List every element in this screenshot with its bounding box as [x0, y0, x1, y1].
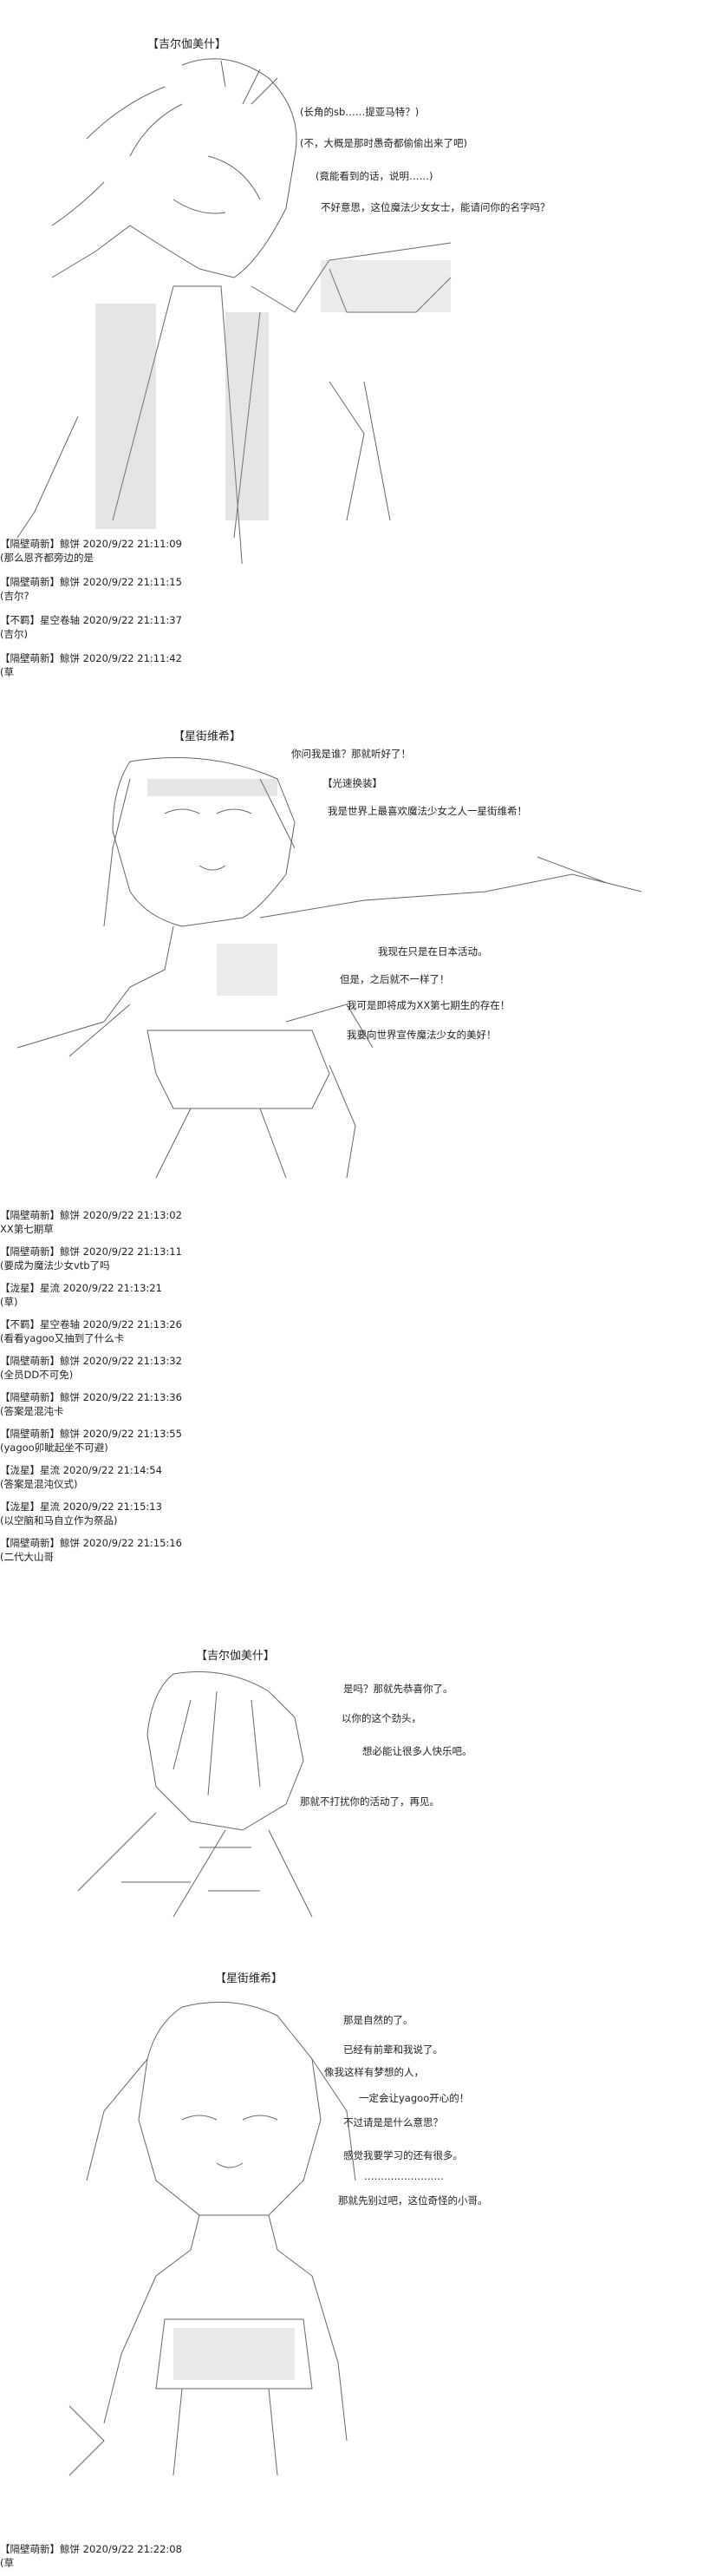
- comment-text: (草: [0, 2557, 14, 2569]
- comment-meta: 【隔壁萌新】鲸饼 2020/9/22 21:22:08: [0, 2543, 182, 2555]
- ascii-art-gilgamesh: [16, 58, 452, 564]
- comment-text: (以空脑和马自立作为祭品): [0, 1514, 118, 1527]
- speech-line: 我是世界上最喜欢魔法少女之人一星街维希！: [328, 805, 527, 817]
- speech-line: 一定会让yagoo开心的！: [359, 2092, 470, 2104]
- comment-text: (答案是混沌仪式): [0, 1478, 78, 1490]
- comment-text: (吉尔?: [0, 590, 29, 602]
- ascii-art-suisei-smile: [68, 2001, 356, 2476]
- comment-text: (那么恩齐都旁边的是: [0, 552, 94, 564]
- comment-text: (全员DD不可免): [0, 1369, 74, 1381]
- speech-line: 已经有前辈和我说了。: [343, 2043, 443, 2056]
- speech-line: ……………………: [364, 2170, 444, 2182]
- comment-meta: 【隔壁萌新】鲸饼 2020/9/22 21:11:15: [0, 576, 182, 588]
- comment-meta: 【泷星】星流 2020/9/22 21:15:13: [0, 1500, 162, 1513]
- ascii-art-suisei-pose: [16, 757, 642, 1179]
- name-tag-gilgamesh: 【吉尔伽美什】: [147, 38, 227, 51]
- comment-meta: 【隔壁萌新】鲸饼 2020/9/22 21:13:32: [0, 1355, 182, 1367]
- name-tag-suisei: 【星街维希】: [215, 1972, 283, 1985]
- comment-text: (吉尔): [0, 628, 28, 640]
- comment-text: (yagoo卯眦起坐不可避): [0, 1442, 108, 1454]
- comment-text: (答案是混沌卡: [0, 1405, 64, 1417]
- comment-text: (草: [0, 666, 14, 678]
- speech-line: (竟能看到的话，说明……): [316, 170, 433, 182]
- speech-line: 不好意思，这位魔法少女女士，能请问你的名字吗？: [321, 201, 550, 213]
- comment-text: (要成为魔法少女vtb了吗: [0, 1259, 110, 1272]
- name-tag-gilgamesh: 【吉尔伽美什】: [196, 1650, 276, 1663]
- speech-line: (长角的sb……提亚马特？): [300, 106, 420, 118]
- speech-line: 你问我是谁？那就听好了！: [291, 748, 411, 760]
- comment-meta: 【隔壁萌新】鲸饼 2020/9/22 21:13:36: [0, 1391, 182, 1403]
- speech-line: 想必能让很多人快乐吧。: [362, 1745, 472, 1757]
- comment-meta: 【隔壁萌新】鲸饼 2020/9/22 21:11:42: [0, 652, 182, 664]
- comment-meta: 【不羁】星空卷轴 2020/9/22 21:11:37: [0, 614, 182, 626]
- speech-line: 我可是即将成为XX第七期生的存在！: [347, 999, 511, 1011]
- comment-meta: 【隔壁萌新】鲸饼 2020/9/22 21:13:55: [0, 1428, 182, 1440]
- speech-line: 不过请是是什么意思？: [343, 2116, 443, 2128]
- comment-meta: 【隔壁萌新】鲸饼 2020/9/22 21:13:11: [0, 1246, 182, 1258]
- comment-meta: 【隔壁萌新】鲸饼 2020/9/22 21:13:02: [0, 1209, 182, 1221]
- comment-meta: 【泷星】星流 2020/9/22 21:13:21: [0, 1282, 162, 1294]
- comment-text: (草): [0, 1296, 18, 1308]
- speech-line: (不，大概是那时愚奇都偷偷出来了吧): [300, 137, 467, 149]
- speech-line: 那就不打扰你的活动了，再见。: [300, 1795, 439, 1808]
- comment-meta: 【隔壁萌新】鲸饼 2020/9/22 21:11:09: [0, 538, 182, 550]
- comment-text: (看看yagoo又抽到了什么卡: [0, 1332, 125, 1344]
- speech-line: 我要向世界宣传魔法少女的美好！: [347, 1029, 497, 1041]
- comment-text: (二代大山哥: [0, 1551, 54, 1563]
- speech-line: 像我这样有梦想的人，: [324, 2066, 424, 2078]
- comment-text: XX第七期草: [0, 1223, 54, 1235]
- name-tag-suisei: 【星街维希】: [173, 730, 242, 743]
- ascii-art-gilgamesh-back: [77, 1671, 313, 1918]
- speech-line: 是吗？那就先恭喜你了。: [343, 1683, 453, 1695]
- comment-meta: 【不羁】星空卷轴 2020/9/22 21:13:26: [0, 1318, 182, 1330]
- speech-line: 感觉我要学习的还有很多。: [343, 2149, 463, 2161]
- speech-line: 【光速换装】: [322, 777, 382, 789]
- comment-meta: 【泷星】星流 2020/9/22 21:14:54: [0, 1464, 162, 1476]
- speech-line: 以你的这个劲头，: [342, 1712, 421, 1724]
- speech-line: 那是自然的了。: [343, 2014, 413, 2026]
- comment-meta: 【隔壁萌新】鲸饼 2020/9/22 21:15:16: [0, 1537, 182, 1549]
- speech-line: 那就先别过吧，这位奇怪的小哥。: [338, 2194, 488, 2207]
- speech-line: 我现在只是在日本活动。: [378, 945, 488, 958]
- speech-line: 但是，之后就不一样了！: [340, 973, 450, 985]
